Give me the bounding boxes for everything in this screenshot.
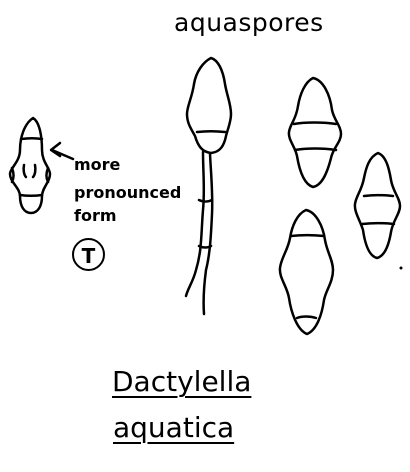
ink-dot — [400, 267, 403, 270]
genus-name: Dactylella — [112, 368, 251, 396]
stalked-spore — [186, 58, 231, 314]
species-name: aquatica — [113, 414, 234, 442]
annotation-line-1: more — [74, 157, 120, 173]
annotation-line-2: pronounced — [74, 185, 181, 201]
circled-letter: T — [74, 244, 103, 268]
annotation-line-3: form — [74, 208, 117, 224]
spore-far-right — [355, 153, 400, 258]
small-spore — [10, 118, 50, 213]
arrow-icon — [51, 143, 73, 159]
spore-lower-right — [280, 210, 333, 334]
spore-upper-right — [289, 78, 341, 187]
circled-letter-badge: T — [72, 238, 105, 271]
diagram-title: aquaspores — [174, 10, 324, 35]
